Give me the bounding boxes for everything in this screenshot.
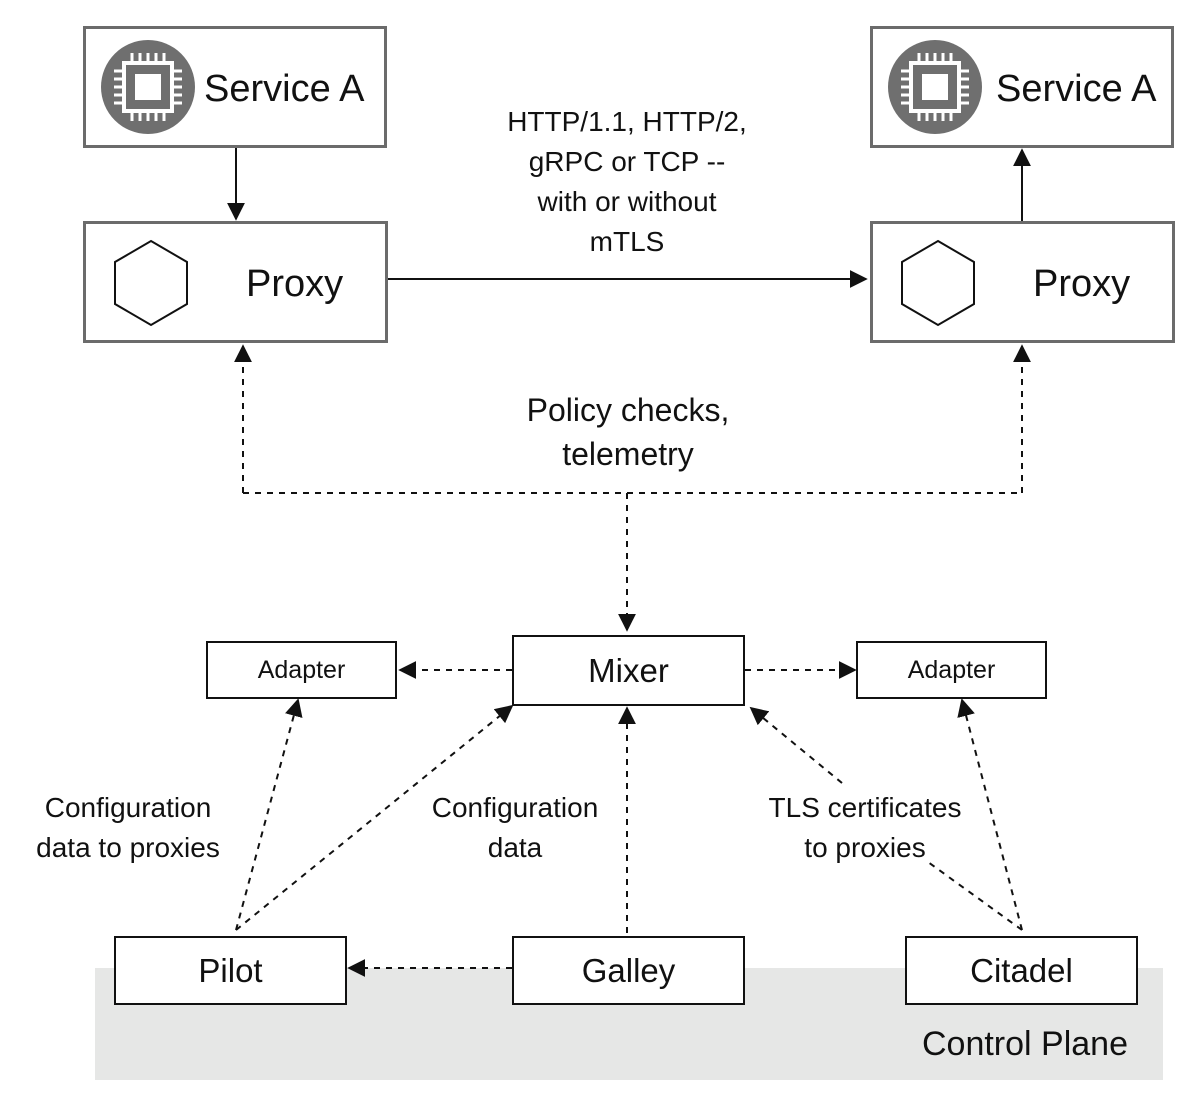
config-data-line-1: Configuration — [431, 792, 599, 823]
galley-box: Galley — [512, 936, 745, 1005]
adapter-left-label: Adapter — [257, 655, 346, 684]
adapter-right-box: Adapter — [856, 641, 1047, 699]
tls-label: TLS certificates to proxies — [745, 788, 985, 868]
policy-label-line-1: Policy checks, — [526, 392, 730, 428]
mixer-label: Mixer — [588, 651, 669, 689]
protocol-label-line-2: gRPC or TCP -- — [528, 146, 726, 177]
proxy-right-box: Proxy — [870, 221, 1175, 343]
protocol-label-line-1: HTTP/1.1, HTTP/2, — [507, 106, 747, 137]
pilot-box: Pilot — [114, 936, 347, 1005]
dashed-citadel-to-mixer-1 — [927, 861, 1023, 931]
service-a-left-box: Service A — [83, 26, 387, 148]
tls-line-2: to proxies — [804, 832, 926, 863]
proxy-right-label: Proxy — [1033, 263, 1131, 305]
service-a-right-box: Service A — [870, 26, 1174, 148]
pilot-label: Pilot — [198, 951, 263, 989]
policy-label-line-2: telemetry — [562, 436, 694, 472]
mixer-box: Mixer — [512, 635, 745, 706]
proxy-left-box: Proxy — [83, 221, 388, 343]
dashed-citadel-to-adapter — [957, 698, 1023, 931]
hexagon-icon — [114, 239, 188, 327]
config-proxies-line-2: data to proxies — [36, 832, 220, 863]
adapter-left-box: Adapter — [206, 641, 397, 699]
adapter-right-label: Adapter — [907, 655, 996, 684]
config-data-line-2: data — [487, 832, 543, 863]
config-proxies-label: Configuration data to proxies — [14, 788, 242, 868]
protocol-label-line-4: mTLS — [589, 226, 665, 257]
service-a-right-label: Service A — [996, 68, 1157, 110]
protocol-label: HTTP/1.1, HTTP/2, gRPC or TCP -- with or… — [467, 102, 787, 262]
control-plane-label: Control Plane — [921, 1025, 1128, 1063]
policy-label: Policy checks, telemetry — [478, 388, 778, 476]
tls-line-1: TLS certificates — [768, 792, 962, 823]
citadel-label: Citadel — [970, 951, 1073, 989]
proxy-left-label: Proxy — [246, 263, 344, 305]
hexagon-icon — [901, 239, 975, 327]
citadel-box: Citadel — [905, 936, 1138, 1005]
cpu-chip-icon — [888, 40, 982, 134]
service-a-left-label: Service A — [204, 68, 365, 110]
dashed-citadel-to-mixer-2 — [749, 706, 843, 784]
cpu-chip-icon — [101, 40, 195, 134]
galley-label: Galley — [581, 951, 676, 989]
config-data-label: Configuration data — [410, 788, 620, 868]
dashed-pilot-to-adapter — [235, 698, 303, 931]
protocol-label-line-3: with or without — [537, 186, 717, 217]
config-proxies-line-1: Configuration — [44, 792, 212, 823]
